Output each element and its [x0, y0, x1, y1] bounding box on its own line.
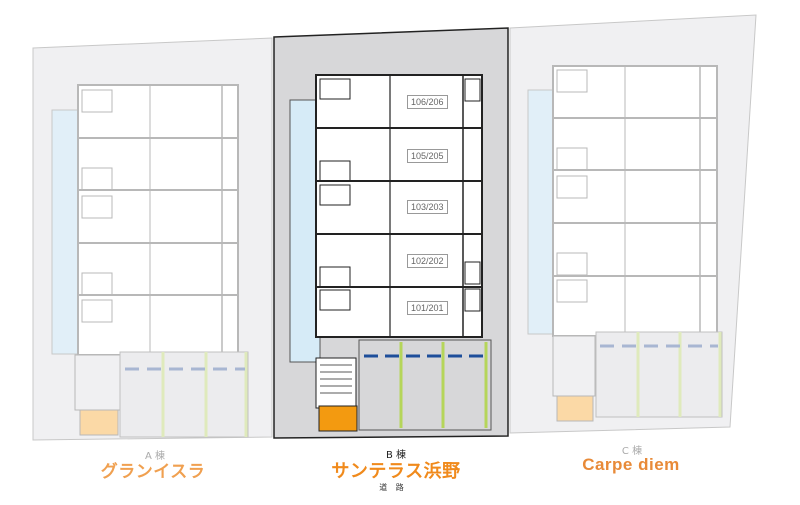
- building-a-plan: [51, 84, 249, 438]
- building-a-sub-label: A 棟: [144, 451, 166, 462]
- building-c-plan: [527, 65, 723, 422]
- unit-label-106-206: 106/206: [407, 95, 448, 109]
- unit-label-103-203: 103/203: [407, 200, 448, 214]
- unit-label-105-205: 105/205: [407, 149, 448, 163]
- unit-label-102-202: 102/202: [407, 254, 448, 268]
- building-a-name: グランイスラ: [100, 462, 206, 482]
- building-c-name: Carpe diem: [582, 455, 680, 474]
- unit-label-101-201: 101/201: [407, 301, 448, 315]
- building-b-plan: [289, 74, 492, 432]
- building-c-sub-label: C 棟: [621, 446, 643, 457]
- building-b-sub-label: B 棟: [385, 450, 407, 461]
- building-b-name: サンテラス浜野: [331, 461, 461, 482]
- road-label: 道 路: [379, 483, 407, 492]
